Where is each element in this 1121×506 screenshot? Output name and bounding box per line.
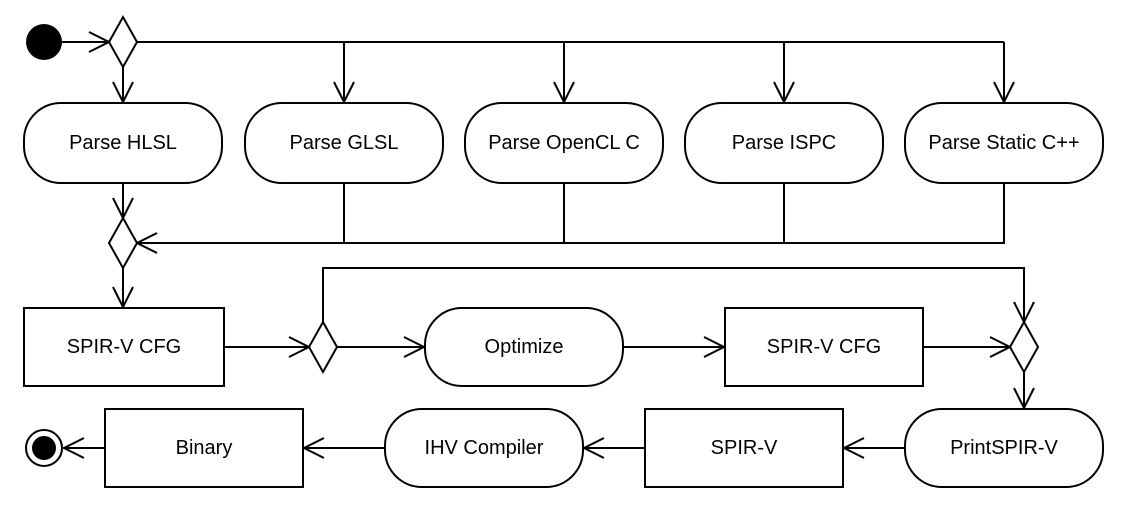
parse-static-cpp-node: Parse Static C++ xyxy=(904,102,1104,184)
optimize-node: Optimize xyxy=(424,307,624,387)
merge-diamond-1 xyxy=(107,215,139,271)
parse-glsl-node: Parse GLSL xyxy=(244,102,444,184)
print-spirv-node: PrintSPIR-V xyxy=(904,408,1104,488)
final-node xyxy=(32,436,56,460)
ihv-compiler-node: IHV Compiler xyxy=(384,408,584,488)
initial-node xyxy=(26,24,62,60)
parse-opencl-node: Parse OpenCL C xyxy=(464,102,664,184)
merge-diamond-2 xyxy=(1008,319,1040,375)
binary-node: Binary xyxy=(104,408,304,488)
decision-diamond xyxy=(307,319,339,375)
parse-ispc-node: Parse ISPC xyxy=(684,102,884,184)
parse-hlsl-node: Parse HLSL xyxy=(23,102,223,184)
spirv-cfg-input-node: SPIR-V CFG xyxy=(23,307,225,387)
flow-others-to-merge xyxy=(137,184,1005,243)
fork-diamond xyxy=(107,14,139,70)
flow-skip-optimize xyxy=(322,267,1024,322)
spirv-cfg-output-node: SPIR-V CFG xyxy=(724,307,924,387)
spirv-node: SPIR-V xyxy=(644,408,844,488)
